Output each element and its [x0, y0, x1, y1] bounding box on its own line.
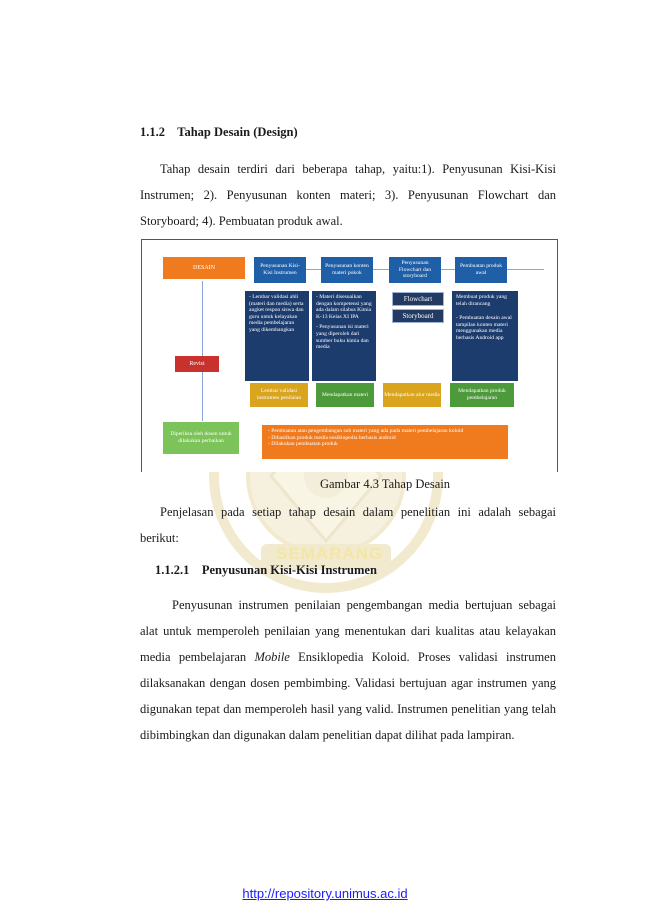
explain-paragraph: Penjelasan pada setiap tahap desain dala…	[140, 505, 556, 545]
intro-paragraph: Tahap desain terdiri dari beberapa tahap…	[140, 162, 556, 228]
detail-box-4-text-a: Membuat produk yang telah dirancang	[456, 294, 507, 307]
header-box-1-label: Penyusunan Kisi-Kisi Instrumen	[260, 263, 300, 276]
watermark-bottom-text: SEMARANG	[276, 544, 384, 563]
bottom-box-2-label: Mendapatkan materi	[321, 391, 369, 398]
detail-box-1: - Lembar validasi ahli (materi dan media…	[245, 291, 309, 381]
header-box-3: Penyusunan Flowchart dan storyboard	[389, 257, 441, 283]
subsection-heading: 1.1.2.1 Penyusunan Kisi-Kisi Instrumen	[155, 563, 377, 577]
bottom-box-4-label: Mendapatkan produk pembelajaran	[458, 388, 506, 401]
header-box-2: Penyusunan konten materi pokok	[321, 257, 373, 283]
konsultasi-box: Diperiksa oleh dosen untuk dilakukan per…	[163, 422, 239, 454]
flowchart-label: Flowchart	[403, 294, 433, 303]
revisi-label: Revisi	[189, 360, 205, 367]
header-box-2-label: Penyusunan konten materi pokok	[325, 263, 369, 276]
desain-label: DESAIN	[193, 264, 215, 271]
body-text-part-2: Ensiklopedia Koloid. Proses validasi ins…	[140, 650, 556, 742]
storyboard-label: Storyboard	[402, 311, 434, 320]
header-box-4-label: Pembuatan produk awal	[459, 263, 503, 276]
note-line-2: - Dihasilkan produk media ensiklopedia b…	[268, 434, 396, 441]
body-text-part-1: Penyusunan instrumen penilaian pengemban…	[140, 598, 556, 664]
detail-box-1-text: - Lembar validasi ahli (materi dan media…	[249, 294, 304, 333]
note-line-1: - Pembuatan atau pengembangan sub materi…	[268, 428, 464, 434]
header-box-4: Pembuatan produk awal	[455, 257, 507, 283]
bottom-box-3-label: Mendapatkan alur media	[384, 391, 440, 398]
body-text-italic: Mobile	[254, 650, 290, 664]
note-line-3: - Dilakukan pembuatan produk	[268, 441, 338, 448]
header-box-3-label: Penyusunan Flowchart dan storyboard	[398, 260, 432, 280]
detail-box-2-text-b: - Penyusunan isi materi yang diperoleh d…	[316, 324, 369, 351]
body-paragraph: Penyusunan instrumen penilaian pengemban…	[140, 592, 556, 748]
design-stage-diagram: DESAIN Penyusunan Kisi-Kisi Instrumen Pe…	[141, 239, 558, 472]
notes-box: - Pembuatan atau pengembangan sub materi…	[262, 425, 508, 459]
revisi-box: Revisi	[175, 356, 219, 372]
bottom-box-3: Mendapatkan alur media	[383, 383, 441, 407]
flowchart-box: Flowchart	[392, 292, 444, 306]
detail-box-2: - Materi disesuaikan dengan kompetensi y…	[312, 291, 376, 381]
bottom-box-1-label: Lembar validasi instrumen penilaian	[256, 388, 302, 401]
repository-link[interactable]: http://repository.unimus.ac.id	[242, 886, 408, 901]
detail-box-2-text: - Materi disesuaikan dengan kompetensi y…	[316, 294, 372, 320]
header-box-1: Penyusunan Kisi-Kisi Instrumen	[254, 257, 306, 283]
figure-caption: Gambar 4.3 Tahap Desain	[319, 477, 451, 491]
detail-box-4-text-b: - Pembuatan desain awal tampilan konten …	[456, 315, 512, 341]
bottom-box-4: Mendapatkan produk pembelajaran	[450, 383, 514, 407]
section-heading: 1.1.2 Tahap Desain (Design)	[140, 125, 298, 139]
detail-box-4: Membuat produk yang telah dirancang - Pe…	[452, 291, 518, 381]
bottom-box-2: Mendapatkan materi	[316, 383, 374, 407]
desain-stage-box: DESAIN	[163, 257, 245, 279]
konsultasi-label: Diperiksa oleh dosen untuk dilakukan per…	[170, 431, 232, 444]
storyboard-box: Storyboard	[392, 309, 444, 323]
bottom-box-1: Lembar validasi instrumen penilaian	[250, 383, 308, 407]
